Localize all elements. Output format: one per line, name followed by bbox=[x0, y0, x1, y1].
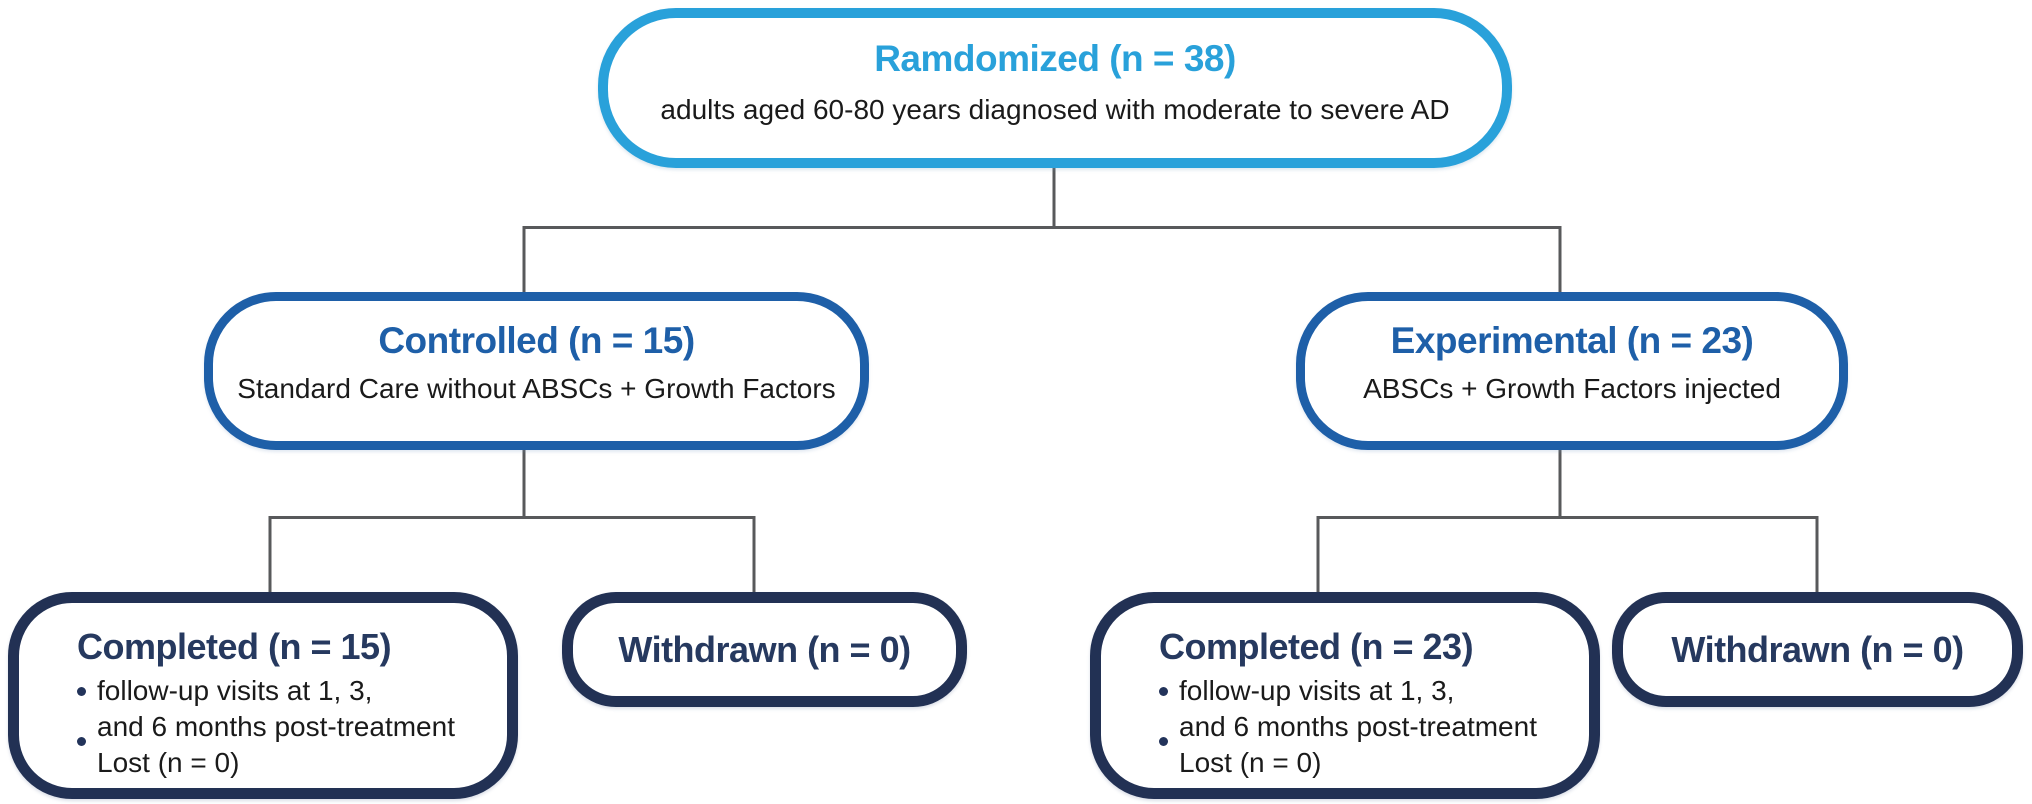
experimental-subtitle: ABSCs + Growth Factors injected bbox=[1363, 372, 1781, 404]
bullet-text: Lost (n = 0) bbox=[97, 746, 240, 778]
withdrawn-controlled-node: Withdrawn (n = 0) bbox=[562, 592, 967, 707]
bullet-icon bbox=[77, 736, 86, 746]
randomized-node: Ramdomized (n = 38) adults aged 60-80 ye… bbox=[598, 8, 1512, 168]
bullet-icon bbox=[1159, 736, 1168, 746]
list-item: Lost (n = 0) bbox=[1159, 736, 1537, 781]
bullet-text: follow-up visits at 1, 3, and 6 months p… bbox=[1179, 674, 1537, 742]
connector-right-tree bbox=[1316, 448, 1819, 594]
completed-experimental-title: Completed (n = 23) bbox=[1159, 626, 1474, 667]
list-item: follow-up visits at 1, 3, and 6 months p… bbox=[77, 673, 455, 745]
controlled-title: Controlled (n = 15) bbox=[378, 319, 695, 361]
completed-experimental-node: Completed (n = 23) follow-up visits at 1… bbox=[1090, 592, 1600, 799]
withdrawn-experimental-node: Withdrawn (n = 0) bbox=[1612, 592, 2023, 707]
bullet-text: Lost (n = 0) bbox=[1179, 746, 1322, 778]
bullet-icon bbox=[77, 686, 86, 696]
withdrawn-experimental-title: Withdrawn (n = 0) bbox=[1671, 628, 1964, 670]
connector-top-tree bbox=[522, 166, 1562, 294]
controlled-subtitle: Standard Care without ABSCs + Growth Fac… bbox=[237, 372, 836, 404]
completed-controlled-node: Completed (n = 15) follow-up visits at 1… bbox=[8, 592, 518, 799]
withdrawn-controlled-title: Withdrawn (n = 0) bbox=[618, 628, 911, 670]
completed-controlled-title: Completed (n = 15) bbox=[77, 626, 392, 667]
bullet-icon bbox=[1159, 686, 1168, 696]
connector-left-tree bbox=[268, 448, 756, 594]
experimental-title: Experimental (n = 23) bbox=[1390, 319, 1754, 361]
bullet-text: follow-up visits at 1, 3, and 6 months p… bbox=[97, 674, 455, 742]
completed-experimental-bullet-list: follow-up visits at 1, 3, and 6 months p… bbox=[1159, 673, 1537, 781]
randomized-title: Ramdomized (n = 38) bbox=[874, 38, 1236, 79]
list-item: Lost (n = 0) bbox=[77, 736, 455, 781]
completed-controlled-bullet-list: follow-up visits at 1, 3, and 6 months p… bbox=[77, 673, 455, 781]
list-item: follow-up visits at 1, 3, and 6 months p… bbox=[1159, 673, 1537, 745]
randomized-subtitle: adults aged 60-80 years diagnosed with m… bbox=[660, 93, 1450, 125]
experimental-node: Experimental (n = 23) ABSCs + Growth Fac… bbox=[1296, 292, 1848, 450]
controlled-node: Controlled (n = 15) Standard Care withou… bbox=[204, 292, 869, 450]
